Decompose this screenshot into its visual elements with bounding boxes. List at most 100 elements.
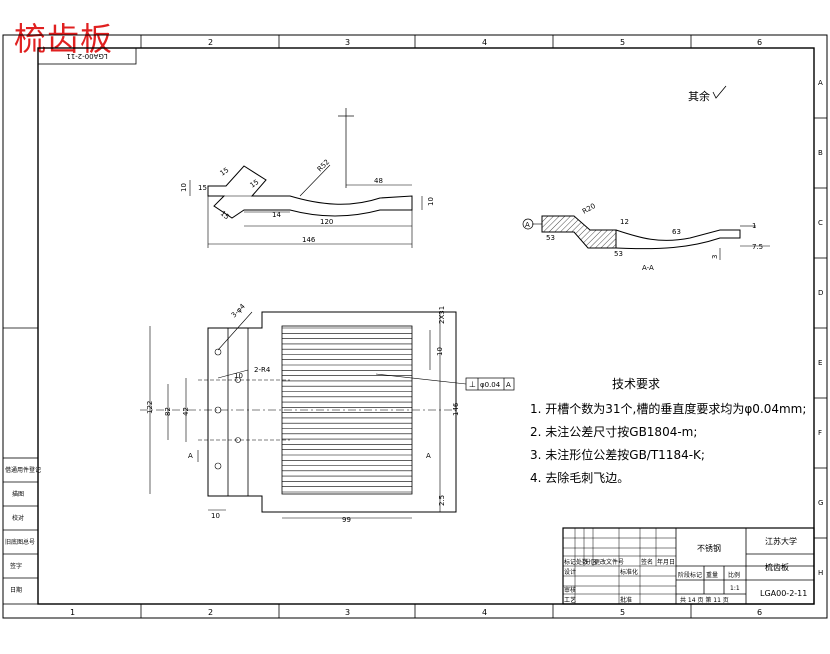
dim-label: R20 bbox=[581, 202, 597, 216]
section-label: A-A bbox=[642, 264, 654, 272]
zone-number: 6 bbox=[757, 38, 762, 47]
tb-stage: 比例 bbox=[728, 571, 740, 579]
zone-letter: G bbox=[818, 499, 823, 507]
tech-req-item: 2. 未注公差尺寸按GB1804-m; bbox=[530, 424, 697, 439]
zone-number: 2 bbox=[208, 608, 213, 617]
dim-label: 10 bbox=[436, 347, 444, 356]
zone-letter: A bbox=[818, 79, 823, 87]
tb-header: 年月日 bbox=[657, 558, 675, 566]
dim-label: 2.5 bbox=[438, 495, 446, 506]
zone-letter: F bbox=[818, 429, 822, 437]
tb-row-label: 审核 bbox=[564, 586, 576, 594]
dim-label: 48 bbox=[374, 177, 383, 185]
dim-label: 15 bbox=[249, 178, 261, 190]
zone-number: 3 bbox=[345, 608, 350, 617]
tb-row-label: 设计 bbox=[564, 568, 576, 576]
tolerance-datum: A bbox=[506, 381, 511, 389]
dim-label: 122 bbox=[146, 401, 154, 414]
strip-label: 旧底图总号 bbox=[5, 538, 35, 546]
section-view bbox=[522, 215, 770, 260]
dim-label: 146 bbox=[302, 236, 316, 244]
dim-label: 53 bbox=[546, 234, 555, 242]
tb-row-label: 批准 bbox=[620, 596, 632, 604]
tb-header: 处数 bbox=[576, 558, 588, 566]
zone-number: 2 bbox=[208, 38, 213, 47]
zone-number: 4 bbox=[482, 608, 487, 617]
tb-header: 更改文件号 bbox=[594, 558, 624, 566]
dim-label: 42 bbox=[182, 407, 190, 416]
dim-label: A bbox=[188, 452, 193, 460]
dim-label: 3-φ4 bbox=[230, 302, 247, 319]
roughness-note: 其余 bbox=[688, 85, 727, 103]
section-datum: A bbox=[525, 221, 530, 229]
dim-label: 120 bbox=[320, 218, 333, 226]
dim-label: 63 bbox=[672, 228, 681, 236]
dim-label: 15 bbox=[219, 166, 231, 178]
tech-req-heading: 技术要求 bbox=[612, 377, 660, 391]
tb-company: 江苏大学 bbox=[765, 536, 797, 546]
strip-label: 借通用件登记 bbox=[5, 466, 41, 474]
strip-label: 日期 bbox=[10, 586, 22, 594]
dim-label: 15 bbox=[219, 209, 231, 221]
dim-label: 12 bbox=[620, 218, 629, 226]
dim-label: 2-R4 bbox=[254, 366, 271, 374]
drawing-title: 梳齿板 bbox=[14, 20, 114, 58]
tb-header: 标记 bbox=[564, 558, 576, 566]
tech-req-item: 4. 去除毛刺飞边。 bbox=[530, 470, 629, 485]
strip-label: 校对 bbox=[12, 514, 24, 522]
tb-header: 签名 bbox=[641, 558, 653, 566]
left-strip bbox=[2, 457, 39, 605]
dim-label: 10 bbox=[427, 197, 435, 206]
roughness-label: 其余 bbox=[688, 89, 710, 103]
tb-header: 分区 bbox=[585, 558, 597, 566]
dim-label: 10 bbox=[211, 512, 220, 520]
tech-req-item: 3. 未注形位公差按GB/T1184-K; bbox=[530, 447, 705, 462]
tb-material: 不锈钢 bbox=[697, 543, 721, 553]
zone-number: 4 bbox=[482, 38, 487, 47]
title-block bbox=[562, 527, 815, 605]
dim-label: 7.5 bbox=[752, 243, 763, 251]
dim-label: 99 bbox=[342, 516, 351, 524]
dim-label: 146 bbox=[452, 402, 460, 416]
zone-number: 5 bbox=[620, 608, 625, 617]
tech-req-item: 1. 开槽个数为31个,槽的垂直度要求均为φ0.04mm; bbox=[530, 401, 806, 416]
zone-number: 5 bbox=[620, 38, 625, 47]
zone-letter: C bbox=[818, 219, 823, 227]
comb-slots bbox=[282, 327, 412, 493]
dim-label: R52 bbox=[316, 158, 331, 173]
zone-letter: B bbox=[818, 149, 823, 157]
plan-annotations bbox=[140, 311, 467, 519]
outer-border bbox=[2, 34, 828, 619]
dim-label: 1 bbox=[752, 222, 756, 230]
zone-number: 3 bbox=[345, 38, 350, 47]
dim-label: 3 bbox=[711, 255, 719, 259]
dim-label: 10 bbox=[180, 183, 188, 192]
plan-view bbox=[207, 311, 457, 513]
dim-label: 15 bbox=[198, 184, 207, 192]
drawing-number-box: LGA00-2-11 bbox=[37, 47, 137, 65]
perpendicularity-icon: ⊥ bbox=[469, 380, 476, 389]
tb-row-label: 标准化 bbox=[620, 568, 638, 576]
tb-scale: 1:1 bbox=[730, 585, 740, 592]
tb-stage: 阶段标记 bbox=[678, 571, 702, 579]
strip-label: 描图 bbox=[12, 490, 24, 498]
zone-letter: E bbox=[818, 359, 822, 367]
drawing-number-mirrored: LGA00-2-11 bbox=[66, 52, 107, 60]
tb-part-name: 梳齿板 bbox=[765, 562, 789, 572]
dim-label: 14 bbox=[272, 211, 281, 219]
zone-ticks bbox=[3, 35, 827, 618]
tb-row-label: 工艺 bbox=[564, 596, 576, 604]
strip-label: 签字 bbox=[10, 562, 22, 570]
zone-number: 6 bbox=[757, 608, 762, 617]
dim-label: 82 bbox=[164, 407, 172, 416]
tb-sheets: 共 14 页 第 11 页 bbox=[680, 596, 729, 604]
dim-label: 10 bbox=[234, 372, 243, 380]
roughness-symbol bbox=[712, 85, 727, 99]
inner-border bbox=[37, 47, 815, 605]
zone-letter: D bbox=[818, 289, 823, 297]
dim-label: A bbox=[426, 452, 431, 460]
profile-view bbox=[189, 108, 423, 248]
dim-label: 2X31 bbox=[438, 306, 446, 324]
tb-stage: 重量 bbox=[706, 571, 718, 579]
